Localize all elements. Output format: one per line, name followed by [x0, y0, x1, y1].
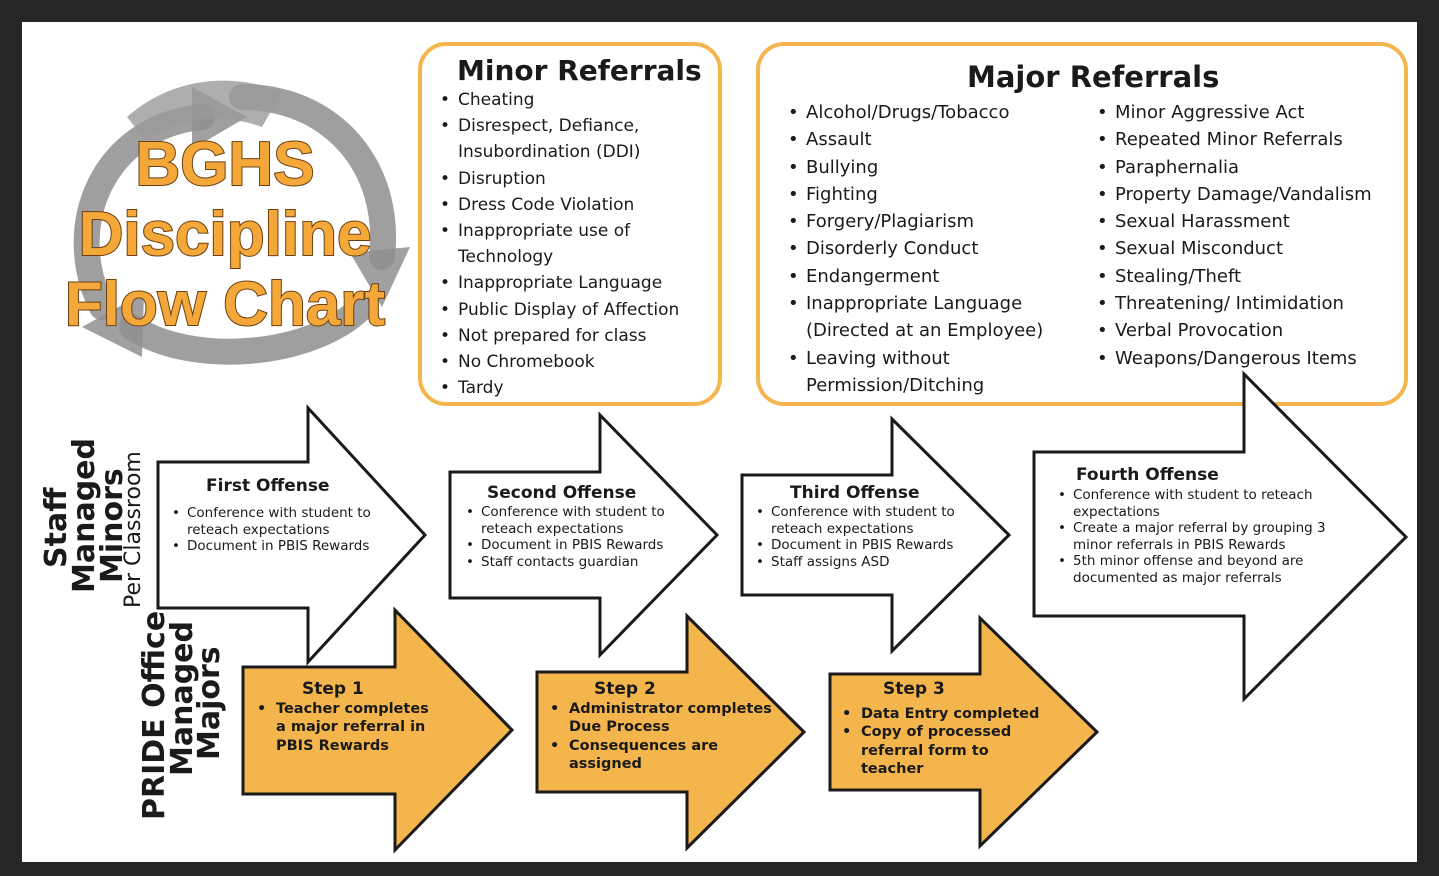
- list-item: Forgery/Plagiarism: [788, 208, 1078, 236]
- fourth-offense: Fourth Offense Conference with student t…: [1058, 465, 1348, 586]
- list-item: Sexual Misconduct: [1097, 235, 1397, 263]
- list-item: Sexual Harassment: [1097, 208, 1397, 236]
- list-item: Tardy: [440, 375, 710, 401]
- list-item: Document in PBIS Rewards: [756, 537, 996, 554]
- list-item: Inappropriate use of: [440, 218, 710, 244]
- list-item: Repeated Minor Referrals: [1097, 126, 1397, 154]
- list-item: Data Entry completed: [842, 705, 1052, 724]
- list-item: No Chromebook: [440, 349, 710, 375]
- list-item: Disorderly Conduct: [788, 235, 1078, 263]
- list-item: Stealing/Theft: [1097, 263, 1397, 291]
- list-item: Cheating: [440, 87, 710, 113]
- step-1-title: Step 1: [302, 679, 364, 699]
- list-item: Property Damage/Vandalism: [1097, 181, 1397, 209]
- list-item: Paraphernalia: [1097, 154, 1397, 182]
- list-item: Conference with student to reteach expec…: [172, 505, 397, 538]
- list-item: Minor Aggressive Act: [1097, 99, 1397, 127]
- list-item: Administrator completes Due Process: [550, 700, 780, 737]
- minor-referrals-title: Minor Referrals: [457, 54, 702, 87]
- list-item: Not prepared for class: [440, 323, 710, 349]
- list-item: Threatening/ Intimidation: [1097, 290, 1397, 318]
- list-item: Endangerment: [788, 263, 1078, 291]
- list-item: Technology: [458, 247, 554, 268]
- logo: BGHS Discipline Flow Chart: [32, 57, 422, 377]
- list-item: Document in PBIS Rewards: [466, 537, 706, 554]
- step-3-title: Step 3: [883, 679, 945, 699]
- list-item: Bullying: [788, 154, 1078, 182]
- list-item: Inappropriate Language: [788, 290, 1078, 318]
- list-item: Leaving without: [788, 345, 1078, 373]
- logo-line-3: Flow Chart: [65, 270, 385, 339]
- major-referrals-column-1: Alcohol/Drugs/Tobacco Assault Bullying F…: [788, 99, 1078, 399]
- list-item: Conference with student to reteach expec…: [1058, 487, 1348, 520]
- staff-label-line-4: Per Classroom: [121, 451, 146, 608]
- list-item: Assault: [788, 126, 1078, 154]
- logo-line-2: Discipline: [79, 200, 372, 269]
- list-item: Inappropriate Language: [440, 270, 710, 296]
- list-item: Disruption: [440, 166, 710, 192]
- list-item: Public Display of Affection: [440, 297, 710, 323]
- list-item: Document in PBIS Rewards: [172, 538, 397, 555]
- list-item: Insubordination (DDI): [458, 142, 641, 163]
- pride-label-line-3: Majors: [192, 646, 227, 760]
- list-item: (Directed at an Employee): [806, 320, 1044, 342]
- step-3: Step 3 Data Entry completed Copy of proc…: [842, 679, 1052, 778]
- list-item: Teacher completes a major referral in PB…: [257, 700, 437, 755]
- list-item: Alcohol/Drugs/Tobacco: [788, 99, 1078, 127]
- list-item: Consequences are assigned: [550, 737, 780, 774]
- minor-referrals-list: Cheating Disrespect, Defiance, Insubordi…: [440, 87, 710, 402]
- step-1: Step 1 Teacher completes a major referra…: [257, 679, 437, 755]
- major-referrals-column-2: Minor Aggressive Act Repeated Minor Refe…: [1097, 99, 1397, 372]
- list-item: 5th minor offense and beyond are documen…: [1058, 553, 1348, 586]
- list-item: Fighting: [788, 181, 1078, 209]
- first-offense: First Offense Conference with student to…: [172, 476, 397, 555]
- poster-canvas: BGHS Discipline Flow Chart Minor Referra…: [22, 22, 1417, 862]
- list-item: Staff assigns ASD: [756, 554, 996, 571]
- major-referrals-title: Major Referrals: [967, 60, 1220, 94]
- first-offense-title: First Offense: [206, 476, 330, 496]
- third-offense-title: Third Offense: [790, 483, 920, 503]
- second-offense: Second Offense Conference with student t…: [466, 483, 706, 570]
- third-offense: Third Offense Conference with student to…: [756, 483, 996, 570]
- list-item: Disrespect, Defiance,: [440, 113, 710, 139]
- recycle-arrows-icon: BGHS Discipline Flow Chart: [64, 80, 410, 365]
- list-item: Copy of processed referral form to teach…: [842, 723, 1052, 778]
- step-2: Step 2 Administrator completes Due Proce…: [550, 679, 780, 773]
- minor-referrals-box: Minor Referrals Cheating Disrespect, Def…: [418, 42, 722, 406]
- list-item: Weapons/Dangerous Items: [1097, 345, 1397, 373]
- list-item: Staff contacts guardian: [466, 554, 706, 571]
- list-item: Verbal Provocation: [1097, 317, 1397, 345]
- list-item: Permission/Ditching: [806, 374, 985, 396]
- list-item: Conference with student to reteach expec…: [756, 504, 996, 537]
- list-item: Conference with student to reteach expec…: [466, 504, 706, 537]
- fourth-offense-title: Fourth Offense: [1076, 465, 1219, 485]
- major-referrals-box: Major Referrals Alcohol/Drugs/Tobacco As…: [756, 42, 1408, 406]
- list-item: Dress Code Violation: [440, 192, 710, 218]
- list-item: Create a major referral by grouping 3 mi…: [1058, 520, 1348, 553]
- second-offense-title: Second Offense: [487, 483, 637, 503]
- logo-line-1: BGHS: [135, 130, 314, 199]
- step-2-title: Step 2: [594, 679, 656, 699]
